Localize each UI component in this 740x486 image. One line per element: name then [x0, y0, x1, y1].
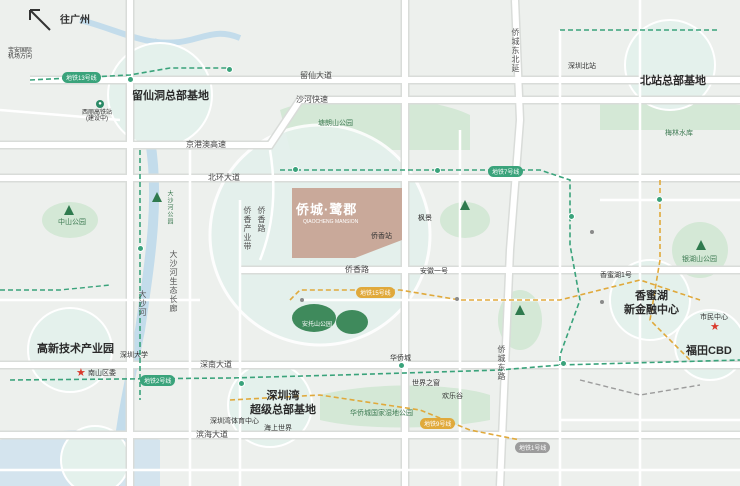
dashahe-river: 大沙河: [138, 290, 147, 317]
zhongshan-park: [42, 202, 98, 238]
park-dashaho: 大沙河公园: [166, 190, 172, 225]
hub-shenzhenwan[interactable]: 深圳湾 超级总部基地: [250, 390, 316, 416]
park-zhongshan: 中山公园: [58, 219, 86, 226]
road-shennan: 深南大道: [200, 360, 232, 369]
dashahe-eco: 大沙河生态长廊: [169, 250, 178, 313]
station-pin[interactable]: [238, 380, 245, 387]
poi-pin[interactable]: [300, 298, 304, 302]
metro-line13[interactable]: 地铁13号线: [62, 72, 101, 83]
station-pin[interactable]: [560, 360, 567, 367]
place-anhui[interactable]: 安徽一号: [420, 268, 448, 275]
airport-label: 宝安国际 机场方向: [8, 48, 33, 60]
road-binhai: 滨海大道: [196, 430, 228, 439]
metro-line7[interactable]: 地铁7号线: [488, 166, 524, 177]
place-oct[interactable]: 华侨城: [390, 355, 411, 362]
station-pin[interactable]: [398, 362, 405, 369]
station-pin[interactable]: [226, 66, 233, 73]
place-xili-hsr[interactable]: 西丽高铁站 (建设中): [82, 110, 113, 122]
road-qiaochengdong: 侨城东路: [497, 345, 506, 381]
poi-pin[interactable]: [600, 300, 604, 304]
station-pin[interactable]: [568, 213, 575, 220]
road-liuxian: 留仙大道: [300, 71, 332, 80]
park-tanglangshan: 塘朗山公园: [318, 120, 353, 127]
metro-line7-path: [280, 169, 581, 365]
park-yinhu: 银湖山公园: [682, 256, 717, 263]
park-anfeng: 安托山公园: [302, 322, 333, 328]
hub-beizhan[interactable]: 北站总部基地: [640, 75, 706, 87]
star-icon: ★: [710, 321, 720, 333]
place-xiangmi[interactable]: 香蜜湖1号: [600, 272, 632, 279]
qiaoxiang-road-v: 侨香路: [257, 206, 266, 233]
hub-futian[interactable]: 福田CBD: [686, 345, 732, 357]
metro-line9[interactable]: 地铁9号线: [420, 418, 456, 429]
park-meiling: 梅林水库: [665, 130, 693, 137]
road-jinggang: 京港澳高速: [186, 140, 226, 149]
place-shimin[interactable]: 市民中心: [700, 314, 728, 321]
tree-icon: [152, 192, 162, 202]
tree-icon: [460, 200, 470, 210]
park-huaqiaocheng: 华侨城国家湿地公园: [350, 410, 413, 417]
direction-label: 往广州: [60, 15, 90, 26]
place-happy[interactable]: 欢乐谷: [442, 393, 463, 400]
place-nanshan-gov[interactable]: 南山区委: [88, 370, 116, 377]
road-qiaochengbei: 侨城东北延: [511, 28, 520, 73]
place-hsr-north[interactable]: 深圳北站: [568, 63, 596, 70]
rail-station-icon: ●: [96, 100, 104, 108]
qiaoxiang-corridor: 侨香产业带: [243, 206, 252, 251]
place-qiaoxiang-station[interactable]: 侨香站: [371, 233, 392, 240]
metro-line15[interactable]: 地铁15号线: [356, 287, 395, 298]
project-subtitle: QIAOCHENG MANSION: [303, 219, 359, 225]
place-shenzhen-univ[interactable]: 深圳大学: [120, 352, 148, 359]
hub-xiangmihu[interactable]: 香蜜湖 新金融中心: [624, 290, 679, 316]
station-pin[interactable]: [434, 167, 441, 174]
poi-pin[interactable]: [455, 297, 459, 301]
metro-line1[interactable]: 地铁1号线: [515, 442, 551, 453]
place-fengjing[interactable]: 枫景: [418, 215, 432, 222]
station-pin[interactable]: [137, 245, 144, 252]
station-pin[interactable]: [292, 166, 299, 173]
place-sports[interactable]: 深圳湾体育中心: [210, 418, 259, 425]
hub-gaoxin[interactable]: 高新技术产业园: [37, 343, 114, 355]
hub-liuxiandong[interactable]: 留仙洞总部基地: [132, 90, 209, 102]
tree-icon: [696, 240, 706, 250]
project-title[interactable]: 侨城·鹭郡: [296, 202, 358, 217]
poi-pin[interactable]: [590, 230, 594, 234]
station-pin[interactable]: [127, 76, 134, 83]
project-plot: [292, 188, 402, 258]
star-icon: ★: [76, 367, 86, 379]
station-pin[interactable]: [656, 196, 663, 203]
tree-icon: [64, 205, 74, 215]
metro-line2[interactable]: 地铁2号线: [140, 375, 176, 386]
road-beihuan: 北环大道: [208, 173, 240, 182]
place-window[interactable]: 世界之窗: [412, 380, 440, 387]
road-qiaoxiang: 侨香路: [345, 265, 369, 274]
place-ocean[interactable]: 海上世界: [264, 425, 292, 432]
anfeng-park: [292, 304, 336, 332]
tree-icon: [515, 305, 525, 315]
road-shaho: 沙河快速: [296, 95, 328, 104]
